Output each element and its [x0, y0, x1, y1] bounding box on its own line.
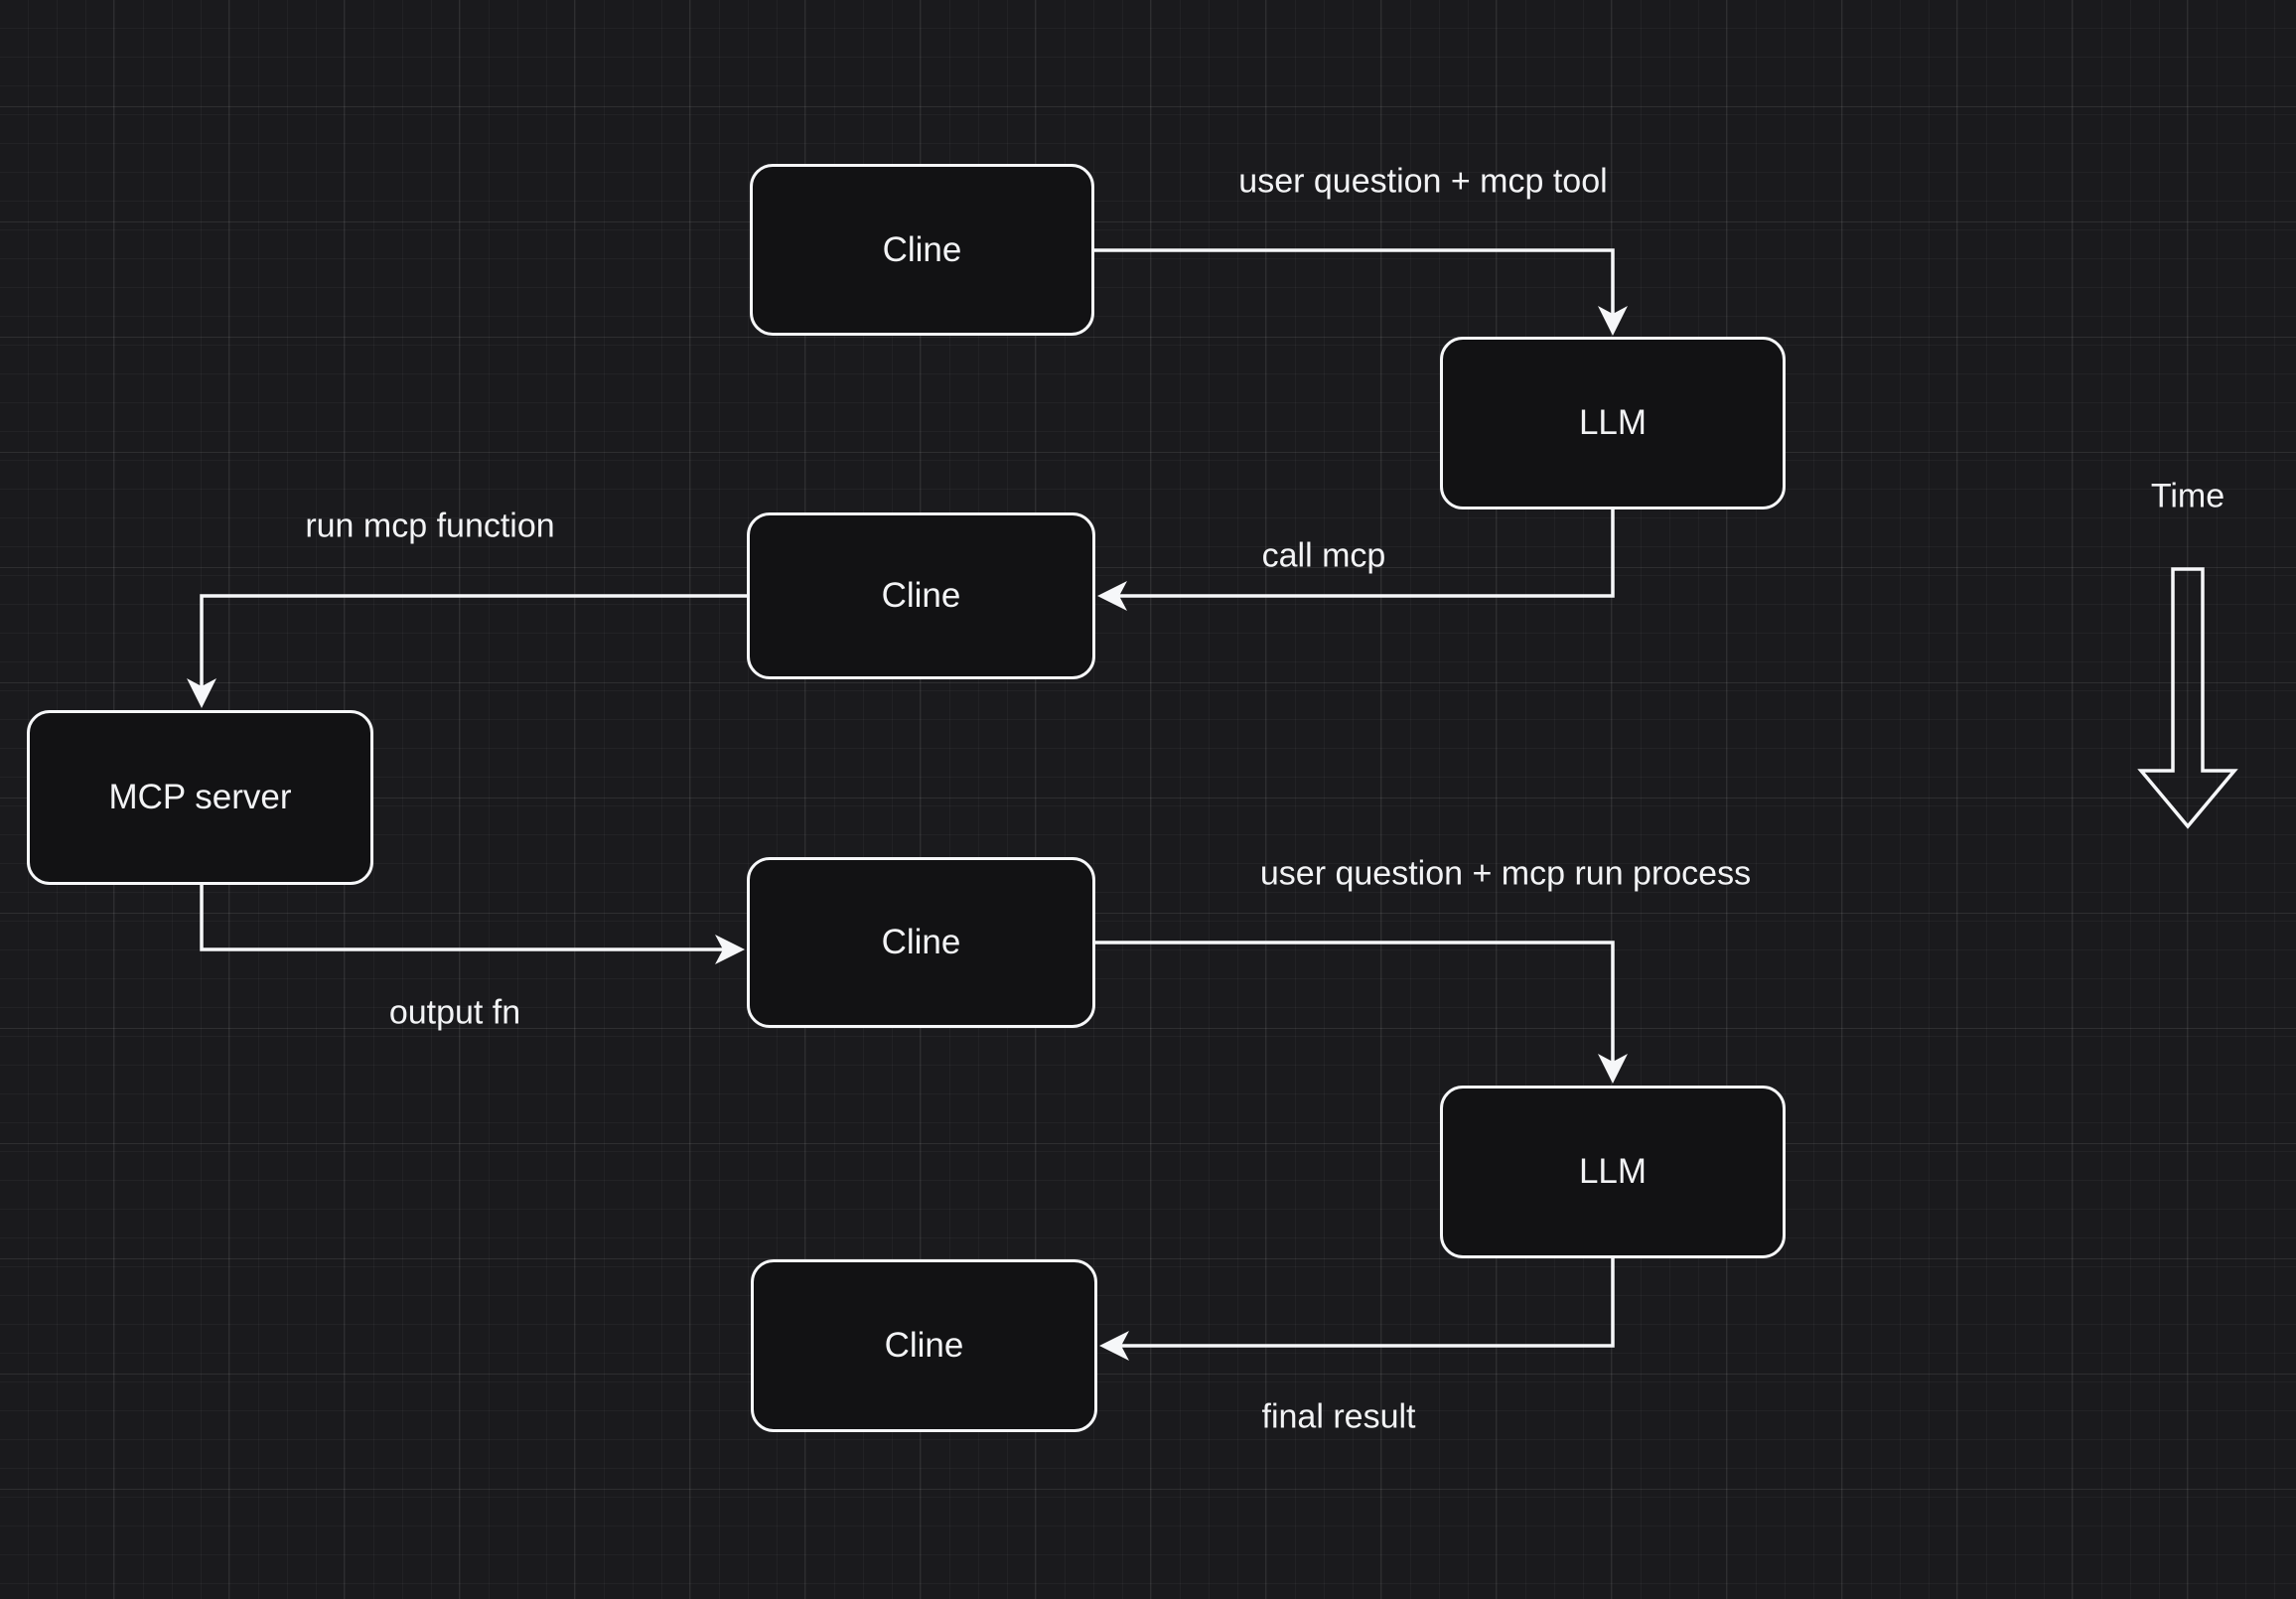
arrowhead-right-icon: [715, 935, 745, 964]
time-axis-label: Time: [2150, 477, 2225, 515]
edge-cline3-to-llm2: [1095, 941, 1628, 1084]
edge-label-call-mcp: call mcp: [1261, 536, 1386, 575]
edge-cline2-to-mcp: [187, 594, 747, 708]
edge-llm1-to-cline2: [1097, 509, 1615, 611]
edge-label-user-question-mcp-run-process: user question + mcp run process: [1259, 854, 1752, 893]
node-llm-2-label: LLM: [1578, 1152, 1648, 1191]
node-cline-2-label: Cline: [881, 576, 961, 615]
edge-label-final-result: final result: [1261, 1397, 1416, 1436]
edge-mcp-to-cline3: [200, 885, 745, 964]
node-llm-1: LLM: [1440, 337, 1786, 509]
time-arrow-icon: [2137, 567, 2238, 829]
node-llm-2: LLM: [1440, 1086, 1786, 1258]
node-cline-4: Cline: [751, 1259, 1097, 1432]
edge-label-run-mcp-function: run mcp function: [305, 507, 555, 545]
node-cline-4-label: Cline: [884, 1326, 964, 1365]
edge-label-output-fn: output fn: [388, 993, 521, 1032]
node-cline-1-label: Cline: [882, 229, 962, 269]
node-cline-1: Cline: [750, 164, 1094, 336]
edge-cline1-to-llm1: [1092, 248, 1628, 336]
arrowhead-left-icon: [1099, 1331, 1129, 1361]
arrowhead-left-icon: [1097, 581, 1127, 611]
edge-label-user-question-mcp-tool: user question + mcp tool: [1238, 162, 1608, 201]
arrowhead-down-icon: [1598, 1054, 1628, 1084]
node-llm-1-label: LLM: [1578, 403, 1648, 442]
arrowhead-down-icon: [187, 678, 216, 708]
node-mcp-server-label: MCP server: [108, 778, 292, 816]
node-cline-3-label: Cline: [881, 923, 961, 961]
node-mcp-server: MCP server: [27, 710, 373, 885]
node-cline-2: Cline: [747, 512, 1095, 679]
edge-llm2-to-cline4: [1099, 1257, 1615, 1361]
node-cline-3: Cline: [747, 857, 1095, 1028]
arrowhead-down-icon: [1598, 306, 1628, 336]
